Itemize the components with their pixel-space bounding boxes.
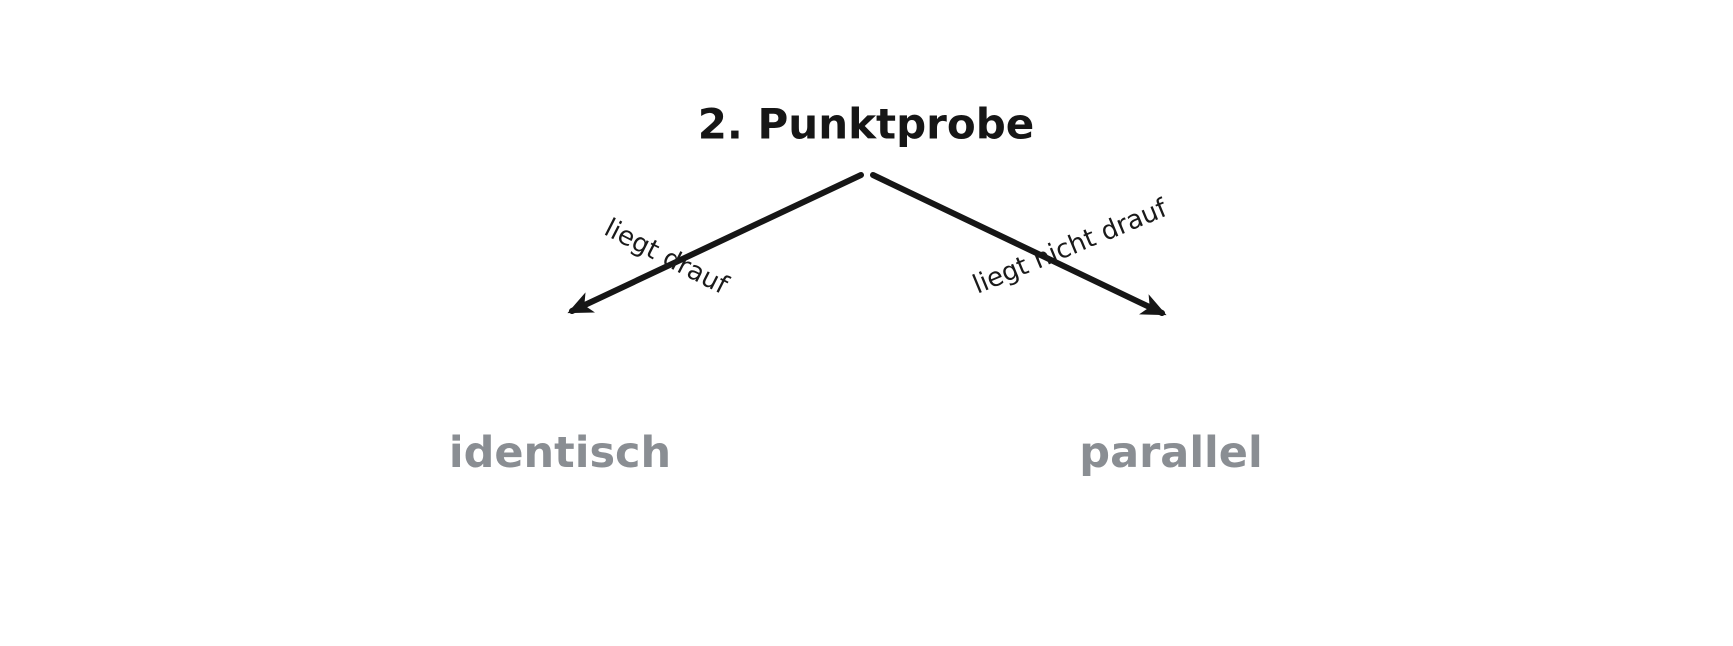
result-parallel: parallel bbox=[1079, 428, 1263, 478]
result-identisch: identisch bbox=[448, 428, 672, 478]
diagram-title: 2. Punktprobe bbox=[697, 99, 1035, 149]
left-arrow bbox=[567, 172, 864, 314]
right-arrow bbox=[870, 172, 1167, 316]
